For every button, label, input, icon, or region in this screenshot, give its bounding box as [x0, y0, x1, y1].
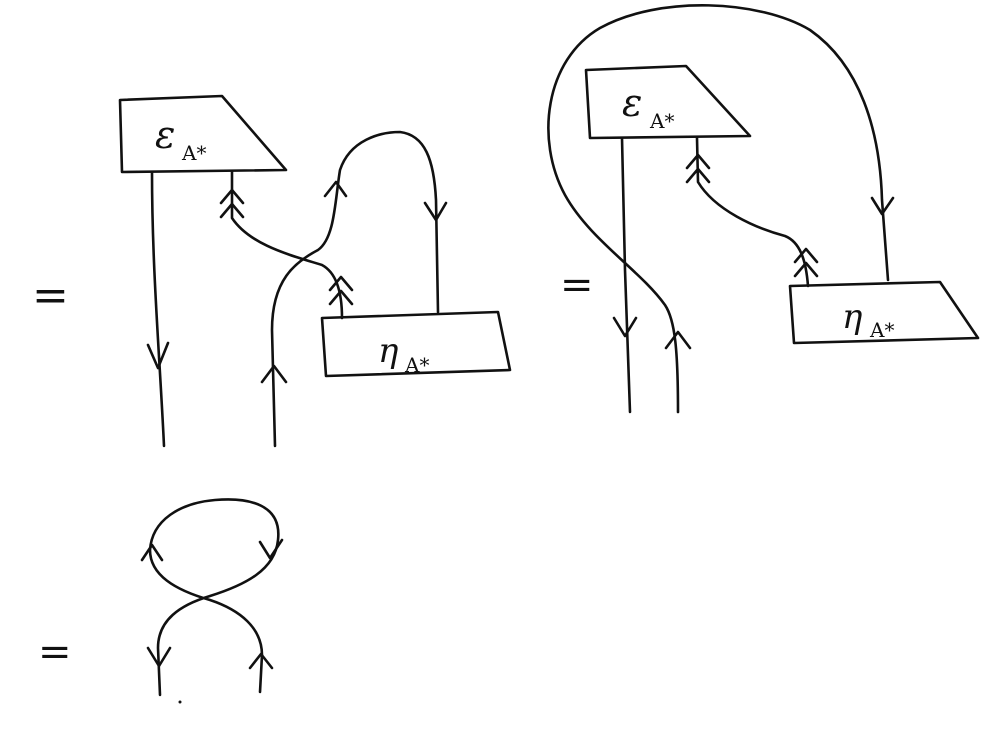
wire-loop-to-unit	[270, 130, 440, 448]
right-diagram: ε A* η A*	[547, 4, 980, 414]
bottom-diagram	[140, 498, 284, 704]
unit-subscript-left: A*	[404, 353, 429, 377]
arrow-up-icon	[323, 180, 348, 198]
ink-dot	[178, 700, 182, 704]
arrow-up-icon	[219, 188, 245, 205]
counit-label-right: ε	[622, 81, 642, 125]
counit-box-left	[118, 94, 288, 174]
arrow-down-icon	[146, 646, 172, 668]
unit-label-right: η	[842, 297, 863, 337]
arrow-up-icon	[685, 167, 711, 184]
equals-sign-2: =	[560, 262, 594, 308]
arrow-down-icon	[258, 538, 284, 560]
right-strand-down	[620, 136, 632, 414]
left-strand-down	[150, 170, 166, 448]
arrow-up-icon	[248, 652, 274, 670]
arrow-down-icon	[612, 316, 638, 338]
counit-box-right	[584, 64, 752, 140]
unit-box-left	[320, 310, 512, 378]
outer-loop-wire	[547, 4, 890, 414]
twisted-loop-wire	[148, 498, 280, 697]
unit-subscript-right: A*	[869, 318, 894, 342]
arrow-up-icon	[664, 330, 692, 350]
arrow-up-icon	[793, 261, 819, 278]
counit-label-left: ε	[155, 113, 175, 157]
unit-box-right	[788, 280, 980, 345]
arrow-up-icon	[260, 364, 288, 384]
arrow-up-icon	[328, 275, 354, 292]
arrow-up-icon	[328, 289, 354, 306]
counit-subscript-right: A*	[649, 109, 674, 133]
arrow-up-icon	[685, 153, 711, 170]
wire-counit-to-unit	[230, 170, 344, 320]
unit-label-left: η	[378, 331, 399, 371]
arrow-up-icon	[793, 247, 819, 264]
equals-sign-3: =	[38, 629, 72, 675]
counit-subscript-left: A*	[181, 141, 206, 165]
arrow-up-icon	[219, 202, 245, 219]
arrow-down-icon	[870, 196, 895, 216]
wire-counit-to-unit-right	[695, 136, 810, 288]
arrow-up-icon	[140, 543, 164, 562]
left-diagram: ε A* η A*	[118, 94, 512, 448]
equals-sign-1: =	[32, 270, 69, 321]
arrow-down-icon	[146, 341, 170, 370]
arrow-down-icon	[423, 201, 448, 222]
